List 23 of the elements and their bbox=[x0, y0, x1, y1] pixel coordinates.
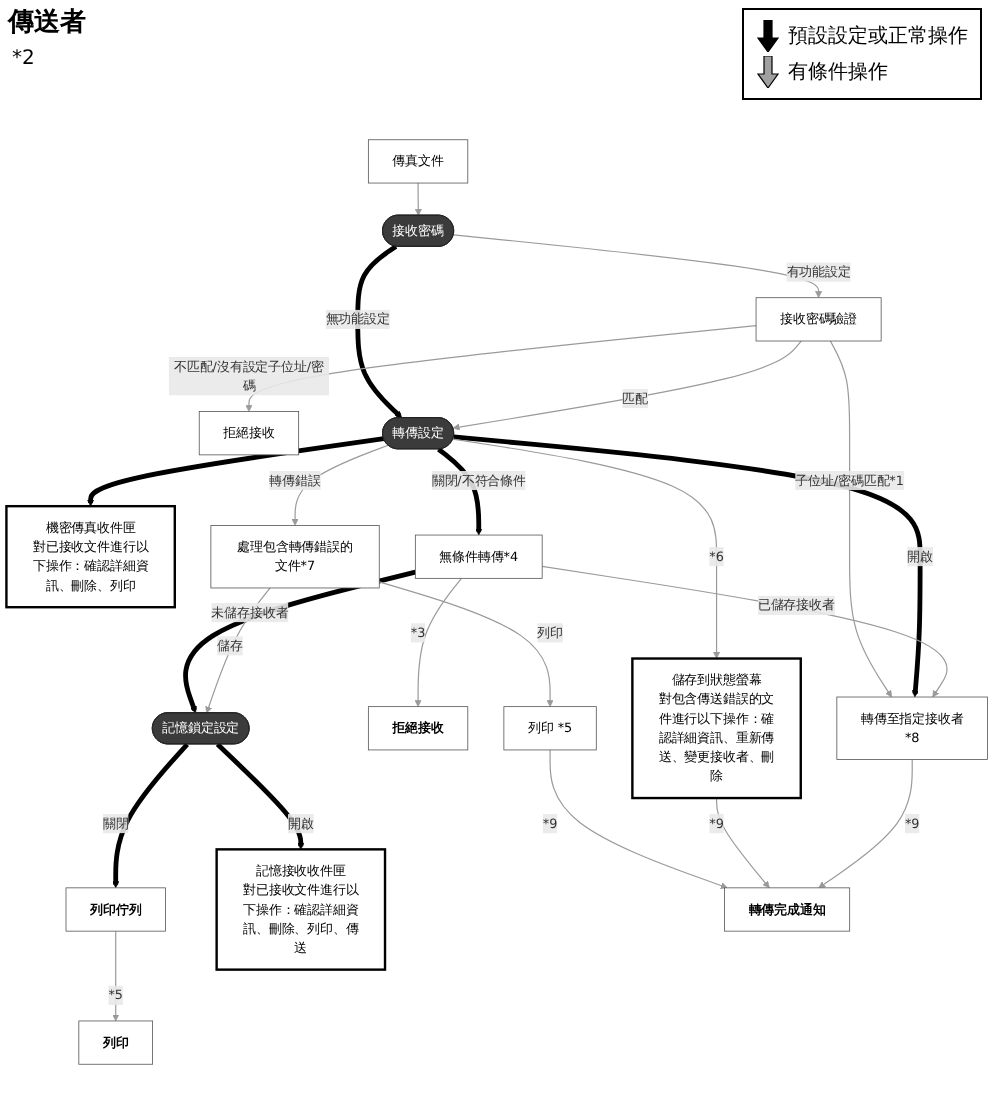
arrow bbox=[452, 340, 802, 431]
arrow bbox=[378, 581, 554, 707]
arrow bbox=[414, 577, 463, 707]
arrow bbox=[829, 340, 892, 698]
arrow bbox=[549, 749, 728, 889]
arrow bbox=[715, 797, 770, 889]
arrow bbox=[215, 742, 305, 850]
legend-label: 有條件操作 bbox=[788, 60, 888, 86]
arrow bbox=[818, 758, 913, 889]
arrow bbox=[453, 434, 923, 698]
arrow bbox=[183, 569, 416, 714]
arrow bbox=[112, 742, 189, 889]
arrow bbox=[453, 234, 823, 299]
diagram-title: 傳送者 bbox=[8, 6, 86, 40]
legend-label: 預設設定或正常操作 bbox=[788, 23, 968, 50]
arrow bbox=[541, 565, 948, 698]
note-mark: *2 bbox=[12, 48, 35, 70]
arrow bbox=[452, 438, 721, 659]
arrow bbox=[87, 436, 385, 507]
arrow bbox=[245, 325, 757, 412]
arrow bbox=[112, 930, 120, 1022]
arrow bbox=[414, 182, 422, 216]
arrow bbox=[355, 244, 403, 419]
